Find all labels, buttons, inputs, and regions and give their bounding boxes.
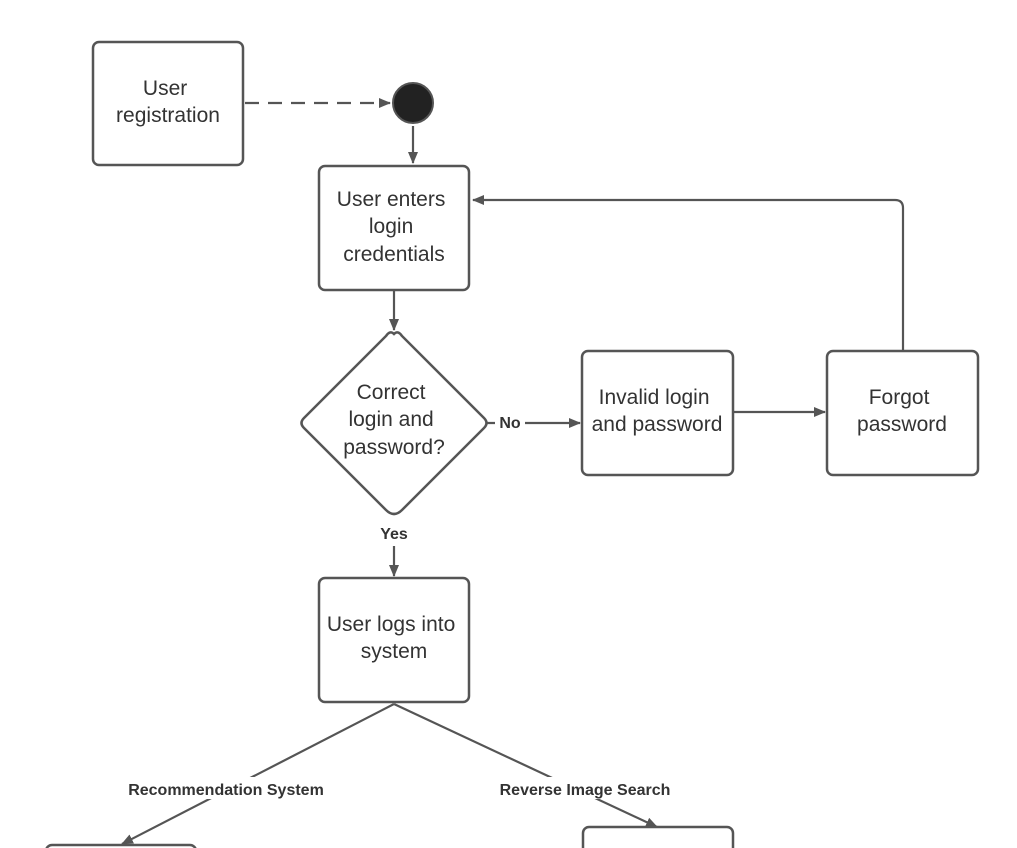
node-line: User (143, 77, 187, 100)
svg-text:Invalid login and passwo: Invalid login and password (592, 386, 723, 436)
node-line: login (369, 215, 413, 238)
edge-forgot-to-credentials (472, 195, 905, 350)
svg-text:User enters login: User enters login credentials (337, 188, 451, 266)
label-no: No (499, 415, 521, 432)
node-enter-credentials: User enters login credentials (317, 164, 471, 292)
svg-text:User registration: User registration (116, 77, 220, 127)
node-line: password? (343, 436, 445, 459)
node-line: system (361, 640, 428, 663)
start-node (392, 82, 434, 124)
node-user-registration: User registration (91, 40, 245, 167)
node-line: Invalid login (599, 386, 710, 409)
node-reverse-image-partial (581, 825, 735, 848)
node-invalid-login: Invalid login and password (580, 349, 735, 477)
node-line: and password (592, 413, 723, 436)
label-recommendation-system: Recommendation System (128, 782, 324, 799)
edges (121, 98, 905, 845)
svg-text:User logs into system: User logs into system (327, 613, 461, 663)
node-user-logs-in: User logs into system (317, 576, 471, 704)
svg-text:Correct login and: Correct login and password? (343, 381, 445, 459)
node-line: User enters (337, 188, 446, 211)
node-forgot-password: Forgot password (825, 349, 980, 477)
node-line: password (857, 413, 947, 436)
label-reverse-image-search: Reverse Image Search (500, 782, 671, 799)
node-line: credentials (343, 243, 445, 266)
node-recommendation-partial (45, 843, 197, 848)
node-line: Correct (357, 381, 426, 404)
node-check-credentials: Correct login and password? (300, 331, 488, 516)
label-yes: Yes (380, 526, 408, 543)
node-line: login and (348, 408, 433, 431)
node-line: User logs into (327, 613, 455, 636)
node-line: registration (116, 104, 220, 127)
edge-login-to-reverse-image (393, 703, 658, 828)
svg-text:Forgot password: Forgot password (857, 386, 947, 436)
node-line: Forgot (869, 386, 930, 409)
edge-login-to-recommendation (121, 703, 395, 845)
